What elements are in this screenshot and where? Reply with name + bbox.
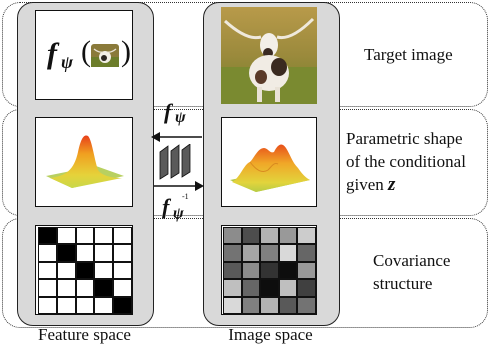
cow-thumbnail <box>91 44 119 67</box>
matrix-cell <box>94 244 114 262</box>
feature-transform-expression: f ψ ( ) <box>41 35 131 75</box>
shape-label-line-2: of the conditional <box>346 152 466 171</box>
forward-f: f <box>164 99 172 124</box>
matrix-cell <box>223 227 242 245</box>
matrix-cell <box>56 227 76 245</box>
psi-subscript: ψ <box>61 52 74 72</box>
given-text: given <box>346 175 384 194</box>
matrix-cell <box>75 296 95 314</box>
matrix-cell <box>260 227 279 245</box>
forward-psi: ψ <box>175 109 186 126</box>
f-symbol: f <box>47 37 57 70</box>
matrix-cell <box>297 244 316 262</box>
multimodal-surface <box>230 144 310 192</box>
inverse-psi: ψ <box>173 205 184 222</box>
matrix-cell <box>38 227 57 245</box>
covariance-label-line-1: Covariance <box>373 251 451 270</box>
shape-label-line-3: given z <box>346 174 395 195</box>
matrix-cell <box>56 279 76 297</box>
matrix-cell <box>278 279 298 297</box>
matrix-cell <box>38 296 57 314</box>
target-image-label: Target image <box>364 45 453 64</box>
close-paren: ) <box>121 35 131 68</box>
matrix-cell <box>297 296 316 314</box>
matrix-cell <box>113 227 132 245</box>
image-space-label: Image space <box>228 325 313 344</box>
feature-gaussian-panel <box>35 117 133 207</box>
matrix-cell <box>260 244 279 262</box>
matrix-cell <box>241 261 261 280</box>
inverse-exponent: -1 <box>182 192 189 201</box>
matrix-cell <box>297 227 316 245</box>
matrix-cell <box>113 261 132 280</box>
network-layers-icon <box>159 144 191 180</box>
matrix-cell <box>241 227 261 245</box>
matrix-cell <box>56 296 76 314</box>
matrix-cell <box>241 279 261 297</box>
matrix-cell <box>241 244 261 262</box>
matrix-cell <box>75 261 95 280</box>
feature-transform-panel: f ψ ( ) <box>35 10 133 100</box>
feature-space-label: Feature space <box>38 325 131 344</box>
matrix-cell <box>297 279 316 297</box>
matrix-cell <box>75 227 95 245</box>
image-covariance-panel <box>221 225 317 315</box>
inverse-f: f <box>162 194 170 219</box>
z-variable: z <box>388 174 396 195</box>
mapping-arrows <box>151 132 204 191</box>
longhorn-cow-photo <box>221 7 317 104</box>
matrix-cell <box>94 279 114 297</box>
matrix-cell <box>75 279 95 297</box>
matrix-cell <box>94 227 114 245</box>
matrix-cell <box>113 296 132 314</box>
covariance-label-line-2: structure <box>373 274 433 293</box>
matrix-cell <box>38 279 57 297</box>
full-covariance-matrix <box>223 227 316 314</box>
matrix-cell <box>260 261 279 280</box>
matrix-cell <box>223 279 242 297</box>
matrix-cell <box>223 296 242 314</box>
matrix-cell <box>260 279 279 297</box>
matrix-cell <box>278 261 298 280</box>
matrix-cell <box>56 244 76 262</box>
identity-covariance-matrix <box>38 227 132 314</box>
target-image-panel <box>221 7 317 104</box>
matrix-cell <box>38 261 57 280</box>
single-gaussian-surface <box>46 135 124 188</box>
inverse-function-label: f ψ -1 <box>160 192 204 226</box>
matrix-cell <box>260 296 279 314</box>
matrix-cell <box>278 227 298 245</box>
shape-label-line-1: Parametric shape <box>346 129 463 148</box>
feature-covariance-panel <box>35 225 133 315</box>
matrix-cell <box>38 244 57 262</box>
matrix-cell <box>223 244 242 262</box>
matrix-cell <box>297 261 316 280</box>
image-multimodal-panel <box>221 117 317 207</box>
matrix-cell <box>75 244 95 262</box>
forward-function-label: f ψ <box>160 99 200 129</box>
matrix-cell <box>56 261 76 280</box>
matrix-cell <box>94 296 114 314</box>
matrix-cell <box>113 244 132 262</box>
matrix-cell <box>113 279 132 297</box>
matrix-cell <box>278 296 298 314</box>
matrix-cell <box>278 244 298 262</box>
matrix-cell <box>241 296 261 314</box>
matrix-cell <box>94 261 114 280</box>
matrix-cell <box>223 261 242 280</box>
open-paren: ( <box>81 35 91 68</box>
